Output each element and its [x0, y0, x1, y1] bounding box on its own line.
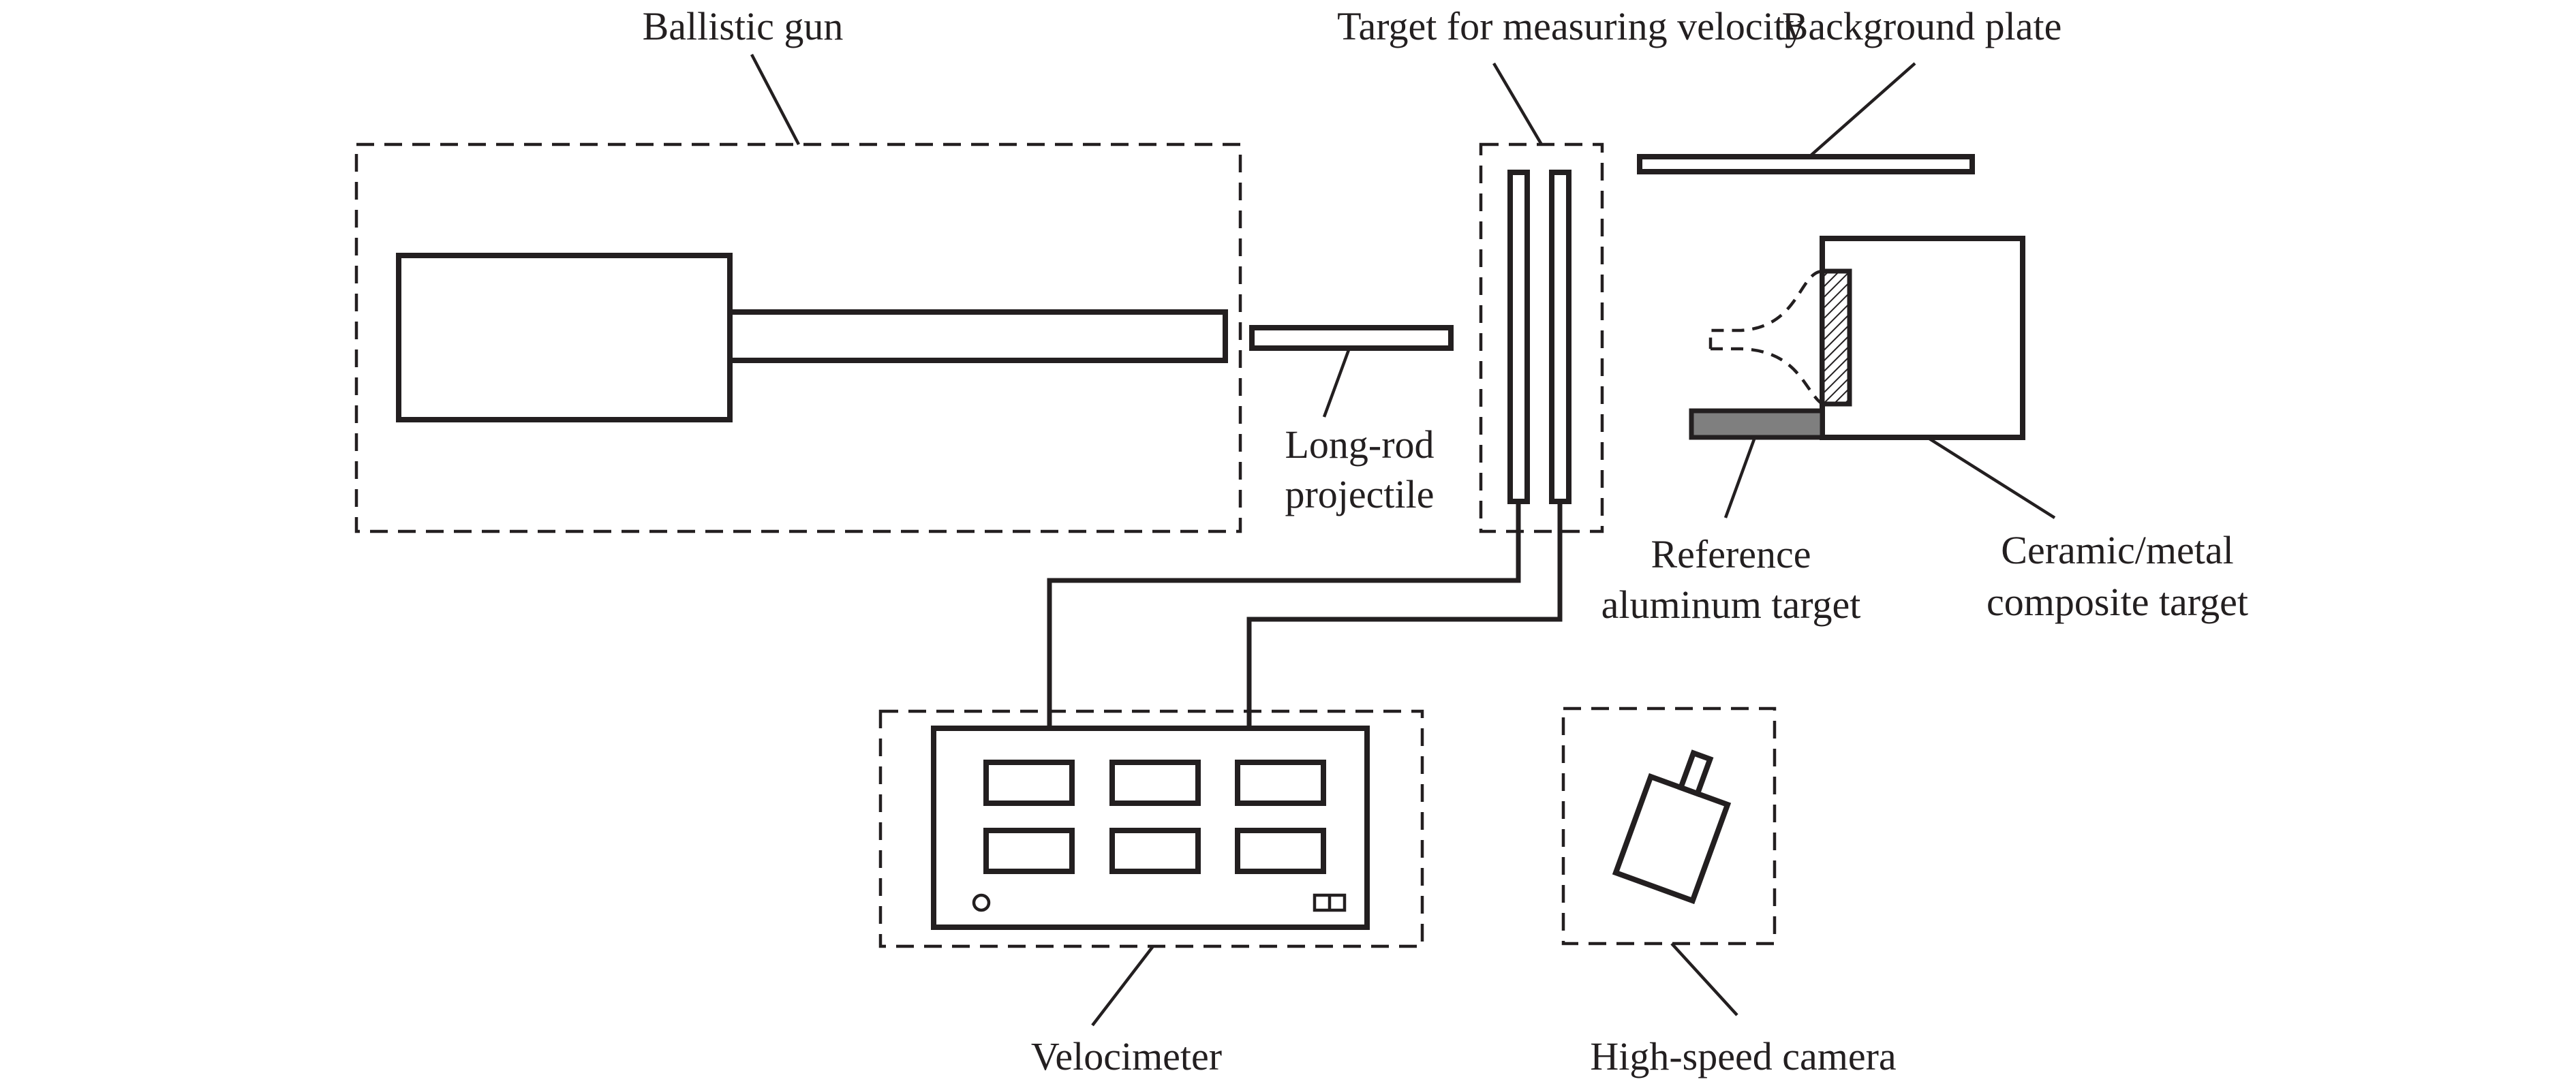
ballistic-gun-enclosure	[354, 142, 1242, 533]
reference-label-line1: Reference	[1651, 532, 1811, 576]
ballistic-gun-label: Ballistic gun	[643, 4, 844, 48]
background-plate-label: Background plate	[1782, 4, 2062, 48]
velocity-screen-1	[1507, 170, 1530, 504]
display-window	[1109, 828, 1201, 874]
background-plate-leader	[1808, 62, 1916, 158]
projectile-label-line1: Long-rod	[1285, 422, 1434, 467]
projectile-label-line2: projectile	[1285, 472, 1434, 516]
ballistic-gun	[354, 142, 1242, 533]
velocimeter-label: Velocimeter	[1031, 1034, 1222, 1078]
composite-target-leader	[1926, 436, 2056, 519]
reference-target-leader	[1723, 437, 1757, 518]
camera-label: High-speed camera	[1590, 1034, 1896, 1078]
display-window	[983, 760, 1075, 806]
long-rod-projectile	[1249, 325, 1454, 351]
reference-aluminum-target	[1689, 408, 1825, 440]
ceramic-layer	[1820, 268, 1852, 407]
camera-icon	[1612, 749, 1732, 905]
velocity-target-enclosure	[1479, 142, 1604, 533]
signal-wire-1	[1047, 501, 1521, 728]
composite-label-line1: Ceramic/metal	[2001, 528, 2233, 572]
composite-label-line2: composite target	[1987, 580, 2248, 624]
velocimeter	[878, 709, 1424, 948]
camera-leader	[1670, 942, 1738, 1016]
background-plate	[1637, 154, 1975, 174]
metal-backing-block	[1820, 236, 2025, 440]
high-speed-camera	[1561, 706, 1777, 946]
velocity-target	[1479, 142, 1604, 533]
display-window	[1235, 760, 1326, 806]
velocimeter-leader	[1091, 945, 1154, 1027]
switch-icon	[1313, 893, 1347, 912]
gun-barrel	[727, 309, 1228, 363]
gun-breech	[396, 253, 733, 422]
camera-enclosure	[1561, 706, 1777, 946]
velocity-target-leader	[1492, 62, 1543, 146]
velocimeter-body	[931, 726, 1370, 930]
jet-profile-lower	[1711, 347, 1824, 405]
display-window	[1109, 760, 1201, 806]
jet-profile-upper	[1708, 269, 1823, 349]
composite-target	[1708, 236, 2025, 440]
display-window	[983, 828, 1075, 874]
display-window	[1235, 828, 1326, 874]
knob-icon	[972, 893, 991, 912]
projectile-leader	[1322, 347, 1351, 418]
signal-wire-2	[1246, 501, 1563, 728]
velocity-screen-2	[1549, 170, 1571, 504]
reference-label-line2: aluminum target	[1601, 582, 1861, 627]
velocity-target-label: Target for measuring velocity	[1337, 4, 1805, 48]
ballistic-gun-leader	[750, 53, 800, 146]
